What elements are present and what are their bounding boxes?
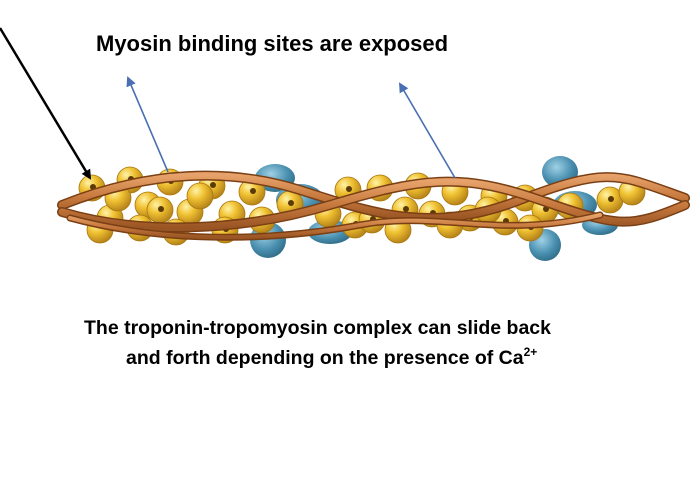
- binding-site-arrow-left: [126, 76, 169, 173]
- actin-bead: [186, 182, 214, 210]
- diagram-caption: The troponin-tropomyosin complex can sli…: [84, 313, 684, 373]
- tropomyosin-strands: [57, 170, 690, 241]
- binding-site-dot: [288, 200, 294, 206]
- binding-site-dot: [250, 188, 256, 194]
- binding-site-dot: [403, 206, 409, 212]
- calcium-charge-superscript: 2+: [523, 345, 538, 359]
- binding-site-dot: [210, 182, 216, 188]
- binding-site-dot: [608, 196, 614, 202]
- binding-site-dot: [346, 186, 352, 192]
- caption-line-2: and forth depending on the presence of C…: [84, 343, 684, 373]
- caption-line-2-text: and forth depending on the presence of C…: [126, 347, 524, 369]
- binding-site-dot: [158, 206, 164, 212]
- caption-line-1: The troponin-tropomyosin complex can sli…: [84, 317, 551, 339]
- diagram-title: Myosin binding sites are exposed: [96, 31, 449, 56]
- pointer-arrow: [0, 27, 92, 180]
- binding-site-arrow-right: [398, 82, 456, 179]
